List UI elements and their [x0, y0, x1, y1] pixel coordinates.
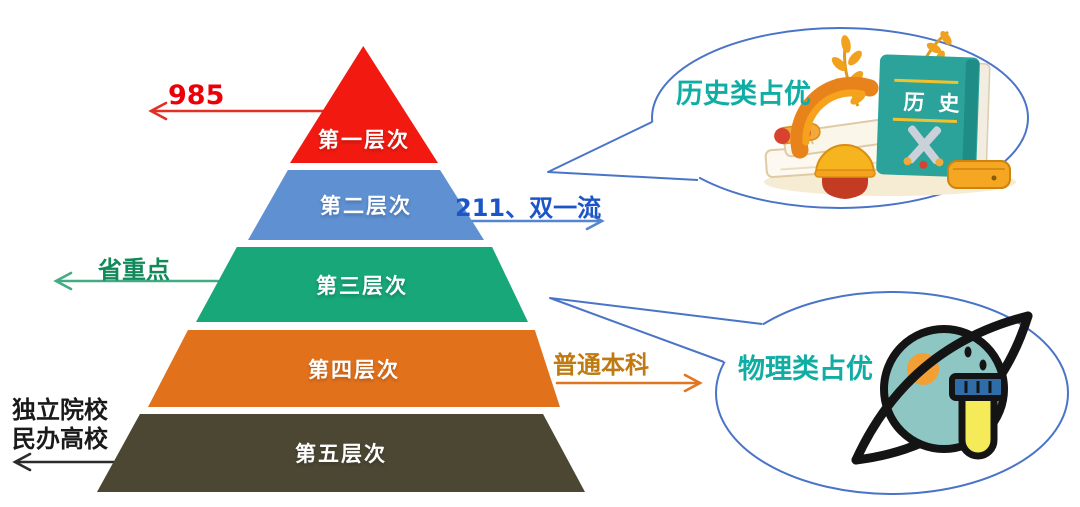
pyramid-tier-3: 第三层次	[196, 247, 528, 322]
pencil-case-icon	[947, 160, 1011, 189]
electron-node	[907, 353, 939, 385]
tier-2-label: 第二层次	[320, 194, 412, 218]
history-book-icon: 历 史	[876, 54, 991, 179]
books-stack-icon	[764, 114, 928, 179]
annotation-private-line2: 民办高校	[12, 425, 108, 453]
pyramid-tier-1: 第一层次	[290, 46, 438, 163]
planet-dot-1	[964, 346, 972, 358]
orbit-ring-back	[851, 311, 1033, 465]
physics-speech-bubble	[549, 291, 1069, 495]
annotation-211-double-first-class: 211、双一流	[455, 194, 602, 222]
planet-dot-3	[985, 377, 991, 385]
history-speech-bubble	[547, 27, 1029, 209]
annotation-independent-line1: 独立院校	[12, 396, 108, 424]
planet-icon	[880, 325, 1008, 453]
laurel-branch-icon	[831, 35, 866, 107]
annotation-provincial-key: 省重点	[98, 256, 170, 284]
book-char-2: 史	[938, 91, 961, 116]
tier-1-label: 第一层次	[318, 128, 410, 152]
test-tube-icon	[949, 373, 1007, 460]
physics-advantage-title: 物理类占优	[738, 354, 873, 385]
orbit-ring-front	[851, 311, 1033, 465]
book-char-1: 历	[903, 90, 925, 115]
tier-5-label: 第五层次	[295, 442, 387, 466]
tier-4-label: 第四层次	[308, 357, 400, 382]
arrow-independent	[12, 452, 116, 472]
history-advantage-title: 历史类占优	[676, 79, 811, 110]
pyramid-tier-2: 第二层次	[248, 170, 484, 240]
physics-illustration	[851, 311, 1033, 465]
laurel-branch-right-icon	[917, 30, 952, 71]
history-illustration: 历 史	[764, 30, 1016, 199]
pyramid-tier-5: 第五层次	[97, 414, 585, 492]
annotation-independent-private: 独立院校 民办高校	[12, 396, 108, 454]
annotation-985: 985	[168, 80, 225, 111]
scroll-icon	[774, 123, 821, 145]
ground-shadow	[764, 168, 1016, 196]
planet-dot-2	[979, 359, 987, 371]
annotation-regular-undergraduate: 普通本科	[553, 351, 649, 379]
tier-3-label: 第三层次	[316, 273, 408, 298]
pyramid-tier-4: 第四层次	[148, 330, 560, 407]
crossed-swords-icon	[903, 125, 944, 169]
